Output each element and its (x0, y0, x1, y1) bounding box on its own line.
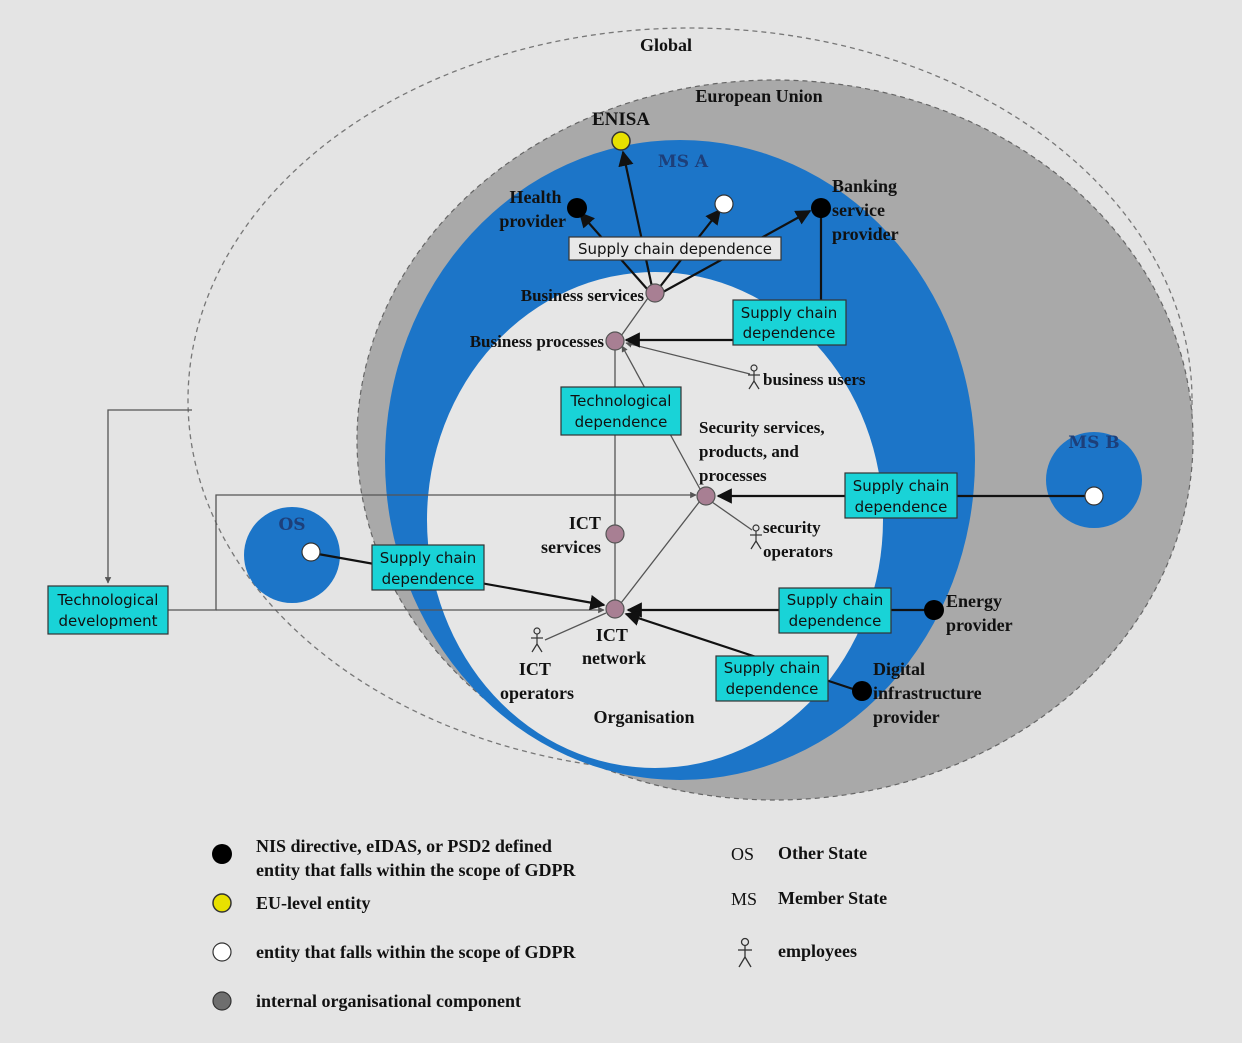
global-label: Global (640, 35, 692, 55)
gdpr-entity-node (714, 194, 734, 214)
legend-os-text: Other State (778, 843, 867, 863)
svg-text:Technological: Technological (570, 392, 672, 410)
supply-chain-box-os: Supply chain dependence (371, 544, 485, 591)
business-services-label: Business services (521, 286, 645, 305)
security-services-node (696, 486, 716, 506)
svg-text:dependence: dependence (575, 413, 668, 431)
msb-entity-node (1084, 486, 1104, 506)
health-provider-label: Health provider (499, 187, 566, 231)
digital-provider-node (852, 681, 872, 701)
ict-services-label: ICT services (541, 513, 605, 557)
legend-black-text: NIS directive, eIDAS, or PSD2 defined en… (256, 836, 576, 880)
svg-text:dependence: dependence (855, 498, 948, 516)
legend-grey-text: internal organisational component (256, 991, 521, 1011)
edge-services-to-enisa (618, 150, 654, 288)
business-processes-node (605, 331, 625, 351)
edge-techdev-to-security (168, 491, 697, 611)
organisation-label: Organisation (593, 707, 694, 727)
business-users-label: business users (763, 370, 866, 389)
legend-grey-dot (212, 991, 232, 1011)
ict-services-node (605, 524, 625, 544)
ict-network-label: ICT network (582, 625, 646, 668)
legend-yellow-dot (212, 893, 232, 913)
legend-ms-abbr: MS (731, 889, 757, 909)
tech-dependence-box: Technological dependence (560, 386, 682, 436)
legend-os-abbr: OS (731, 844, 754, 864)
svg-text:Supply chain: Supply chain (741, 304, 838, 322)
ict-operators-icon (531, 627, 543, 653)
legend-ms-text: Member State (778, 888, 887, 908)
msb-label: MS B (1068, 433, 1119, 453)
health-provider-node (567, 198, 587, 218)
msa-label: MS A (658, 152, 709, 172)
legend-white-text: entity that falls within the scope of GD… (256, 942, 576, 962)
banking-provider-node (811, 198, 831, 218)
legend-employee-icon (738, 937, 752, 968)
tech-development-box: Technological development (47, 585, 169, 635)
business-processes-label: Business processes (470, 332, 605, 351)
svg-text:dependence: dependence (382, 570, 475, 588)
ict-operators-label: ICT operators (500, 659, 574, 703)
business-services-node (645, 283, 665, 303)
os-entity-node (301, 542, 321, 562)
svg-text:development: development (59, 612, 158, 630)
svg-text:Supply chain: Supply chain (787, 591, 884, 609)
ict-network-node (605, 599, 625, 619)
enisa-node (611, 131, 631, 151)
legend-employees-text: employees (778, 941, 857, 961)
supply-chain-box-banking: Supply chain dependence (732, 299, 847, 346)
edge-processes-to-services (620, 297, 649, 337)
edge-network-to-security (620, 500, 701, 604)
legend-white-dot (212, 942, 232, 962)
edge-ictops-to-network (544, 612, 607, 641)
supply-chain-box-digital: Supply chain dependence (715, 655, 829, 702)
security-operators-label: security operators (763, 518, 833, 561)
business-users-icon (748, 364, 760, 390)
edge-users-to-processes (625, 341, 751, 375)
svg-text:Supply chain: Supply chain (724, 659, 821, 677)
organisation-region (427, 272, 883, 768)
svg-text:dependence: dependence (743, 324, 836, 342)
energy-provider-node (924, 600, 944, 620)
legend-black-dot (212, 844, 232, 864)
supply-chain-box-msb: Supply chain dependence (844, 472, 958, 519)
eu-label: European Union (695, 86, 822, 106)
legend: NIS directive, eIDAS, or PSD2 defined en… (212, 836, 887, 1011)
svg-text:dependence: dependence (726, 680, 819, 698)
supply-chain-box-energy: Supply chain dependence (778, 587, 892, 634)
svg-text:Supply chain dependence: Supply chain dependence (578, 240, 772, 258)
os-region (244, 507, 340, 603)
security-operators-icon (750, 524, 762, 550)
svg-text:Technological: Technological (57, 591, 159, 609)
edge-secops-to-security (711, 501, 753, 531)
energy-provider-label: Energy provider (946, 591, 1013, 635)
svg-text:Supply chain: Supply chain (853, 477, 950, 495)
edge-techdev-bracket (104, 409, 192, 584)
supply-chain-box-top: Supply chain dependence (568, 236, 782, 261)
enisa-label: ENISA (592, 109, 650, 130)
legend-yellow-text: EU-level entity (256, 893, 370, 913)
security-services-label: Security services, products, and process… (699, 418, 829, 485)
svg-text:Supply chain: Supply chain (380, 549, 477, 567)
os-label: OS (278, 515, 305, 535)
msb-region (1046, 432, 1142, 528)
digital-provider-label: Digital infrastructure provider (873, 659, 986, 727)
svg-text:dependence: dependence (789, 612, 882, 630)
banking-provider-label: Banking service provider (832, 176, 902, 244)
